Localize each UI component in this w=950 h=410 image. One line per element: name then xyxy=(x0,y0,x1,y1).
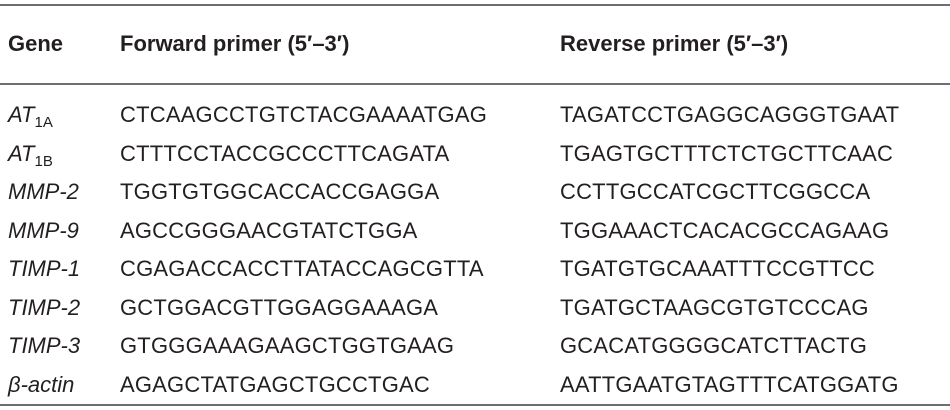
gene-subscript: 1A xyxy=(34,114,53,131)
reverse-primer-cell: CCTTGCCATCGCTTCGGCCA xyxy=(560,179,871,204)
gene-name-cell: AT1A xyxy=(8,102,53,131)
reverse-primer-cell: GCACATGGGGCATCTTACTG xyxy=(560,333,868,358)
gene-name: β-actin xyxy=(8,372,75,397)
header-forward-primer: Forward primer (5′–3′) xyxy=(120,31,350,56)
reverse-primer-cell: TGATGCTAAGCGTGTCCCAG xyxy=(560,295,869,320)
gene-name: MMP-2 xyxy=(8,179,79,204)
forward-primer-cell: AGCCGGGAACGTATCTGGA xyxy=(120,218,418,243)
forward-primer-cell: GTGGGAAAGAAGCTGGTGAAG xyxy=(120,333,455,358)
gene-name: TIMP-2 xyxy=(8,295,81,320)
gene-name-cell: TIMP-2 xyxy=(8,295,80,321)
gene-subscript: 1B xyxy=(34,153,53,170)
gene-name-cell: MMP-2 xyxy=(8,179,79,205)
forward-primer-cell: CTCAAGCCTGTCTACGAAAATGAG xyxy=(120,102,488,127)
gene-name-cell: AT1B xyxy=(8,141,53,170)
gene-name: MMP-9 xyxy=(8,218,79,243)
gene-name-cell: β-actin xyxy=(8,372,74,398)
forward-primer-cell: CTTTCCTACCGCCCTTCAGATA xyxy=(120,141,450,166)
reverse-primer-cell: AATTGAATGTAGTTTCATGGATG xyxy=(560,372,899,397)
gene-name-cell: TIMP-1 xyxy=(8,256,80,282)
gene-name: TIMP-3 xyxy=(8,333,81,358)
forward-primer-cell: CGAGACCACCTTATACCAGCGTTA xyxy=(120,256,484,281)
header-reverse-primer: Reverse primer (5′–3′) xyxy=(560,31,789,56)
gene-name: TIMP-1 xyxy=(8,256,81,281)
forward-primer-cell: AGAGCTATGAGCTGCCTGAC xyxy=(120,372,430,397)
reverse-primer-cell: TGGAAACTCACACGCCAGAAG xyxy=(560,218,890,243)
table-top-rule xyxy=(0,4,950,6)
table-header-rule xyxy=(0,83,950,85)
reverse-primer-cell: TAGATCCTGAGGCAGGGTGAAT xyxy=(560,102,900,127)
forward-primer-cell: TGGTGTGGCACCACCGAGGA xyxy=(120,179,440,204)
gene-name-cell: MMP-9 xyxy=(8,218,79,244)
header-gene: Gene xyxy=(8,31,64,56)
gene-name-cell: TIMP-3 xyxy=(8,333,80,359)
reverse-primer-cell: TGATGTGCAAATTTCCGTTCC xyxy=(560,256,876,281)
forward-primer-cell: GCTGGACGTTGGAGGAAAGA xyxy=(120,295,439,320)
table-bottom-rule xyxy=(0,404,950,406)
gene-name: AT xyxy=(8,102,35,127)
reverse-primer-cell: TGAGTGCTTTCTCTGCTTCAAC xyxy=(560,141,894,166)
gene-name: AT xyxy=(8,141,35,166)
